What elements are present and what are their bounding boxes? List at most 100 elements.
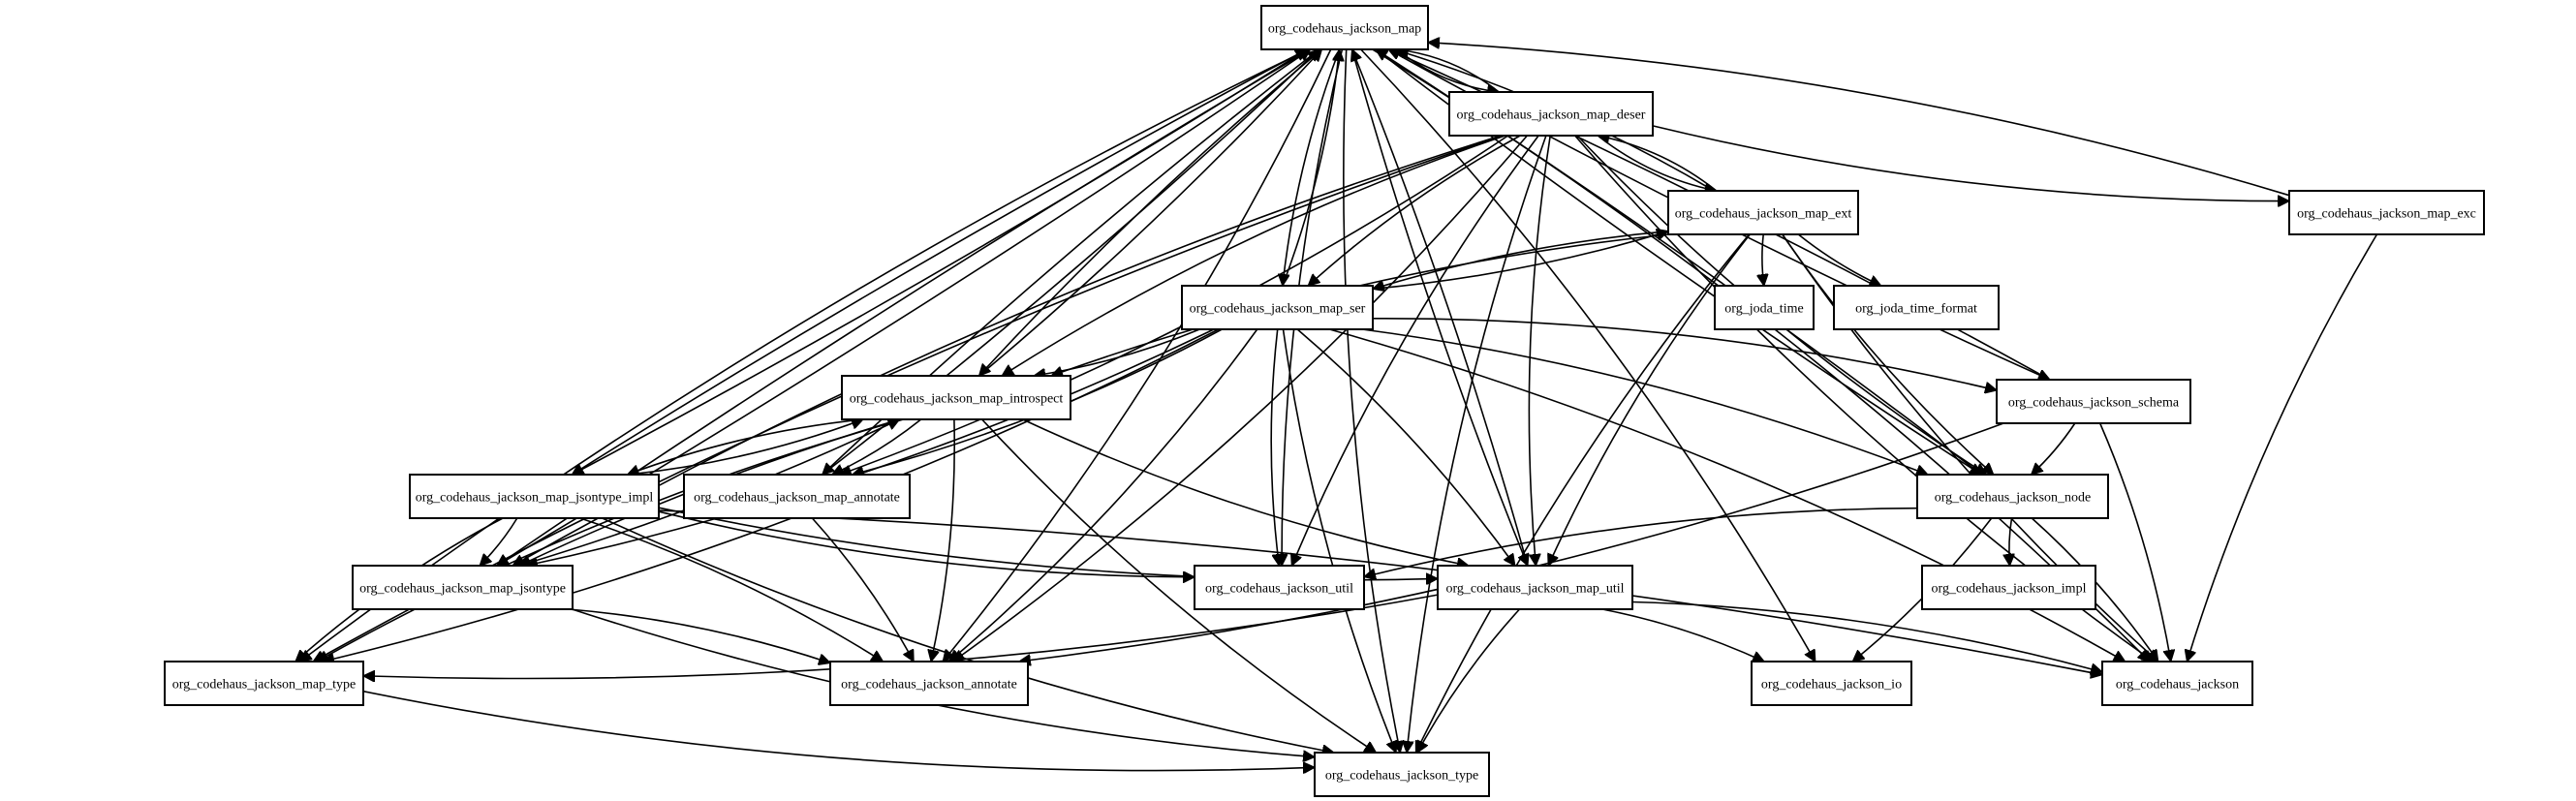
node-box [1194, 565, 1365, 610]
edge-ser-to-maptype [323, 328, 1220, 662]
node-label: org_codehaus_jackson [2116, 678, 2239, 693]
node-box [829, 661, 1029, 706]
edge-deser-to-util [1291, 135, 1539, 566]
node-label: org_codehaus_jackson_map_ser [1190, 302, 1366, 317]
edge-schema-to-node [2032, 422, 2076, 475]
node-box [409, 474, 660, 519]
node-label: org_codehaus_jackson_map_deser [1457, 108, 1646, 123]
node-box [2288, 190, 2485, 235]
edge-deser-to-ext [1597, 135, 1716, 191]
node-label: org_codehaus_jackson_map_jsontype [359, 582, 566, 597]
edge-introspect-to-map [978, 49, 1322, 377]
node-label: org_codehaus_jackson_map_annotate [694, 491, 900, 506]
node-box [1916, 474, 2109, 519]
edge-ext-to-jodaformat [1797, 233, 1880, 286]
nodes-layer: org_codehaus_jackson_map org_codehaus_jac… [164, 5, 2485, 797]
edge-ser-to-ext [1372, 231, 1668, 291]
node-label: org_codehaus_jackson_node [1935, 491, 2091, 506]
edge-introspect-to-annotate_map [832, 418, 922, 475]
node-label: org_codehaus_jackson_map_introspect [850, 392, 1064, 407]
node-map: org_codehaus_jackson_map [1260, 5, 1429, 50]
edge-schema-to-jackson [2098, 422, 2171, 662]
node-box [683, 474, 911, 519]
node-label: org_codehaus_jackson_annotate [841, 678, 1017, 693]
node-jackson: org_codehaus_jackson [2101, 661, 2253, 706]
edge-maputil-to-map [1352, 49, 1529, 567]
edge-ser-to-schema [1372, 317, 1997, 390]
edge-exc-to-jackson [2188, 233, 2378, 662]
node-maptype: org_codehaus_jackson_map_type [164, 661, 364, 706]
edge-ser-to-annotate [949, 328, 1258, 662]
node-annotate_map: org_codehaus_jackson_map_annotate [683, 474, 911, 519]
edge-ser-to-node [1361, 328, 1928, 475]
node-label: org_codehaus_jackson_type [1325, 769, 1478, 784]
node-label: org_codehaus_jackson_map [1268, 22, 1421, 37]
edge-introspect-to-maptype [317, 418, 904, 662]
node-box [1751, 661, 1912, 706]
edge-ser-to-maputil [1296, 328, 1515, 566]
edge-map-to-annotate [943, 48, 1332, 662]
edge-jsontypeimpl-to-jackson [658, 509, 2102, 675]
node-label: org_codehaus_jackson_map_exc [2297, 207, 2476, 222]
edge-introspect-to-type [981, 418, 1377, 753]
edge-ext-to-type [1416, 233, 1751, 753]
edge-map-to-jsontypeimpl [572, 48, 1308, 475]
node-label: org_joda_time [1724, 302, 1803, 317]
node-util: org_codehaus_jackson_util [1194, 565, 1365, 610]
edge-ser-to-type [1282, 328, 1397, 753]
node-box [1448, 91, 1654, 137]
edge-map-to-maputil [1350, 48, 1528, 566]
edge-ext-to-ser [1373, 230, 1669, 290]
node-box [352, 565, 574, 610]
node-deser: org_codehaus_jackson_map_deser [1448, 91, 1654, 137]
edge-map-to-maptype [300, 48, 1310, 662]
edge-introspect-to-jsontypeimpl [628, 418, 863, 475]
edge-ext-to-maputil [1548, 233, 1751, 566]
node-ser: org_codehaus_jackson_map_ser [1181, 285, 1374, 330]
edge-jsontypeimpl-to-util [658, 510, 1195, 577]
edge-maptype-to-type [362, 690, 1315, 771]
edge-jsontype-to-annotate [568, 608, 830, 663]
edge-ext-to-jackson [1782, 233, 2158, 662]
edge-deser-to-maputil [1528, 135, 1551, 566]
node-jodatime: org_joda_time [1714, 285, 1815, 330]
edge-introspect-to-maputil [1022, 418, 1469, 566]
node-label: org_codehaus_jackson_map_type [172, 678, 356, 693]
node-label: org_codehaus_jackson_util [1205, 582, 1353, 597]
node-box [1714, 285, 1815, 330]
node-label: org_codehaus_jackson_map_util [1445, 582, 1624, 597]
edge-jsontypeimpl-to-annotate [579, 517, 884, 662]
edge-jsontypeimpl-to-introspect [627, 419, 863, 476]
edge-deser-to-introspect [1002, 135, 1506, 376]
node-maputil: org_codehaus_jackson_map_util [1437, 565, 1633, 610]
node-label: org_joda_time_format [1855, 302, 1977, 317]
edge-ext-to-deser [1598, 136, 1718, 192]
node-box [1833, 285, 2000, 330]
node-ext: org_codehaus_jackson_map_ext [1667, 190, 1859, 235]
node-box [164, 661, 364, 706]
edge-deser-to-ser [1308, 135, 1521, 286]
edge-node-to-jackson [2031, 517, 2157, 662]
node-nodeimpl: org_codehaus_jackson_impl [1921, 565, 2096, 610]
edge-node-to-nodeimpl [2009, 517, 2012, 566]
edge-ser-to-util [1270, 328, 1279, 566]
edge-exc-to-map [1428, 43, 2290, 197]
edge-introspect-to-annotate [931, 418, 956, 662]
edge-deser-to-annotate [953, 135, 1529, 662]
node-io: org_codehaus_jackson_io [1751, 661, 1912, 706]
node-box [841, 375, 1071, 420]
node-box [1260, 5, 1429, 50]
edge-ser-to-map [1282, 49, 1340, 287]
node-box [2101, 661, 2253, 706]
node-box [1996, 379, 2191, 424]
node-label: org_codehaus_jackson_map_ext [1675, 207, 1852, 222]
node-label: org_codehaus_jackson_impl [1932, 582, 2087, 597]
node-box [1437, 565, 1633, 610]
edge-map-to-type [1343, 48, 1400, 753]
edge-maputil-to-jackson [1631, 601, 2102, 672]
edge-maputil-to-type [1416, 608, 1521, 753]
edge-ext-to-jodatime [1762, 233, 1764, 286]
node-exc: org_codehaus_jackson_map_exc [2288, 190, 2485, 235]
edge-annotate_map-to-annotate [811, 517, 915, 662]
